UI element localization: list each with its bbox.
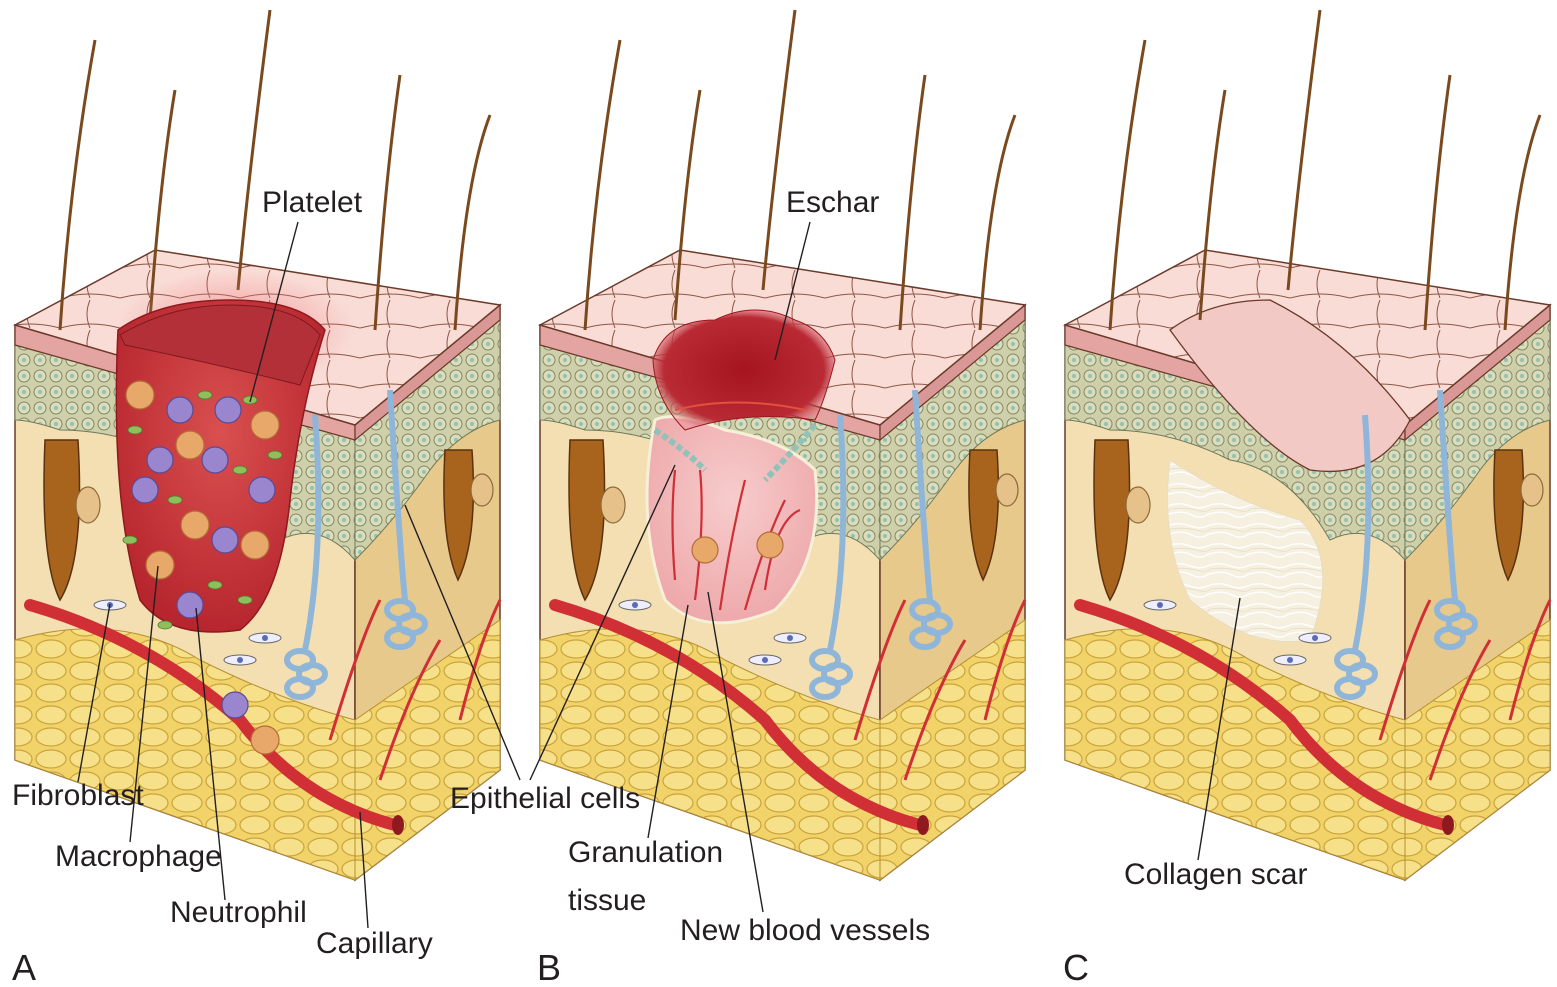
panel-letter-b: B [537,947,561,987]
platelet-cell [128,426,142,434]
skin-block-a [15,10,500,880]
macrophage-cell [126,381,154,409]
neutrophil-cell [167,397,193,423]
label-new-blood-vessels: New blood vessels [680,914,930,947]
fibroblast-nucleus [1312,635,1318,641]
platelet-cell [233,466,247,474]
neutrophil-cell [212,527,238,553]
label-neutrophil: Neutrophil [170,896,307,929]
neutrophil-cell [147,447,173,473]
hair-shaft [1505,115,1540,330]
label-collagen-scar: Collagen scar [1124,858,1307,891]
hair-shaft [455,115,490,330]
fibroblast-nucleus [1157,602,1163,608]
label-eschar: Eschar [786,186,879,219]
eschar [653,310,835,430]
platelet-cell [168,496,182,504]
sebaceous-gland [1521,474,1543,506]
neutrophil-cell [222,692,248,718]
skin-block-c [1065,10,1550,880]
sebaceous-gland [601,487,625,523]
label-granulation: Granulation [568,836,723,869]
neutrophil-cell [215,397,241,423]
label-epithelial-cells: Epithelial cells [450,782,640,815]
macrophage-cell [241,531,269,559]
label-macrophage: Macrophage [55,840,222,873]
platelet-cell [123,536,137,544]
sebaceous-gland [76,487,100,523]
sebaceous-gland [1126,487,1150,523]
platelet-cell [198,391,212,399]
label-granulation-tissue: tissue [568,884,646,917]
fibroblast-nucleus [1287,657,1293,663]
hair-shaft [1288,10,1320,290]
hair-shaft [763,10,795,290]
hair-shaft [238,10,270,290]
platelet-cell [238,596,252,604]
sebaceous-gland [471,474,493,506]
fibroblast-nucleus [237,657,243,663]
platelet-cell [268,451,282,459]
platelet-cell [158,621,172,629]
hair-shaft [980,115,1015,330]
label-fibroblast: Fibroblast [12,779,144,812]
neutrophil-cell [202,447,228,473]
macrophage-cell [146,551,174,579]
macrophage-cell [251,411,279,439]
macrophage-cell [757,532,783,558]
label-platelet: Platelet [262,186,363,219]
neutrophil-cell [177,592,203,618]
fibroblast-nucleus [262,635,268,641]
sebaceous-gland [996,474,1018,506]
fibroblast-nucleus [762,657,768,663]
panel-letter-a: A [12,947,36,987]
macrophage-cell [181,511,209,539]
fibroblast-nucleus [787,635,793,641]
macrophage-cell [251,726,279,754]
label-capillary: Capillary [316,927,433,960]
platelet-cell [208,581,222,589]
macrophage-cell [176,431,204,459]
panel-letter-c: C [1063,947,1089,987]
vessel-end [917,815,929,835]
skin-block-b [540,10,1025,880]
neutrophil-cell [132,477,158,503]
vessel-end [1442,815,1454,835]
macrophage-cell [692,537,718,563]
fibroblast-nucleus [632,602,638,608]
vessel-end [392,815,404,835]
neutrophil-cell [249,477,275,503]
